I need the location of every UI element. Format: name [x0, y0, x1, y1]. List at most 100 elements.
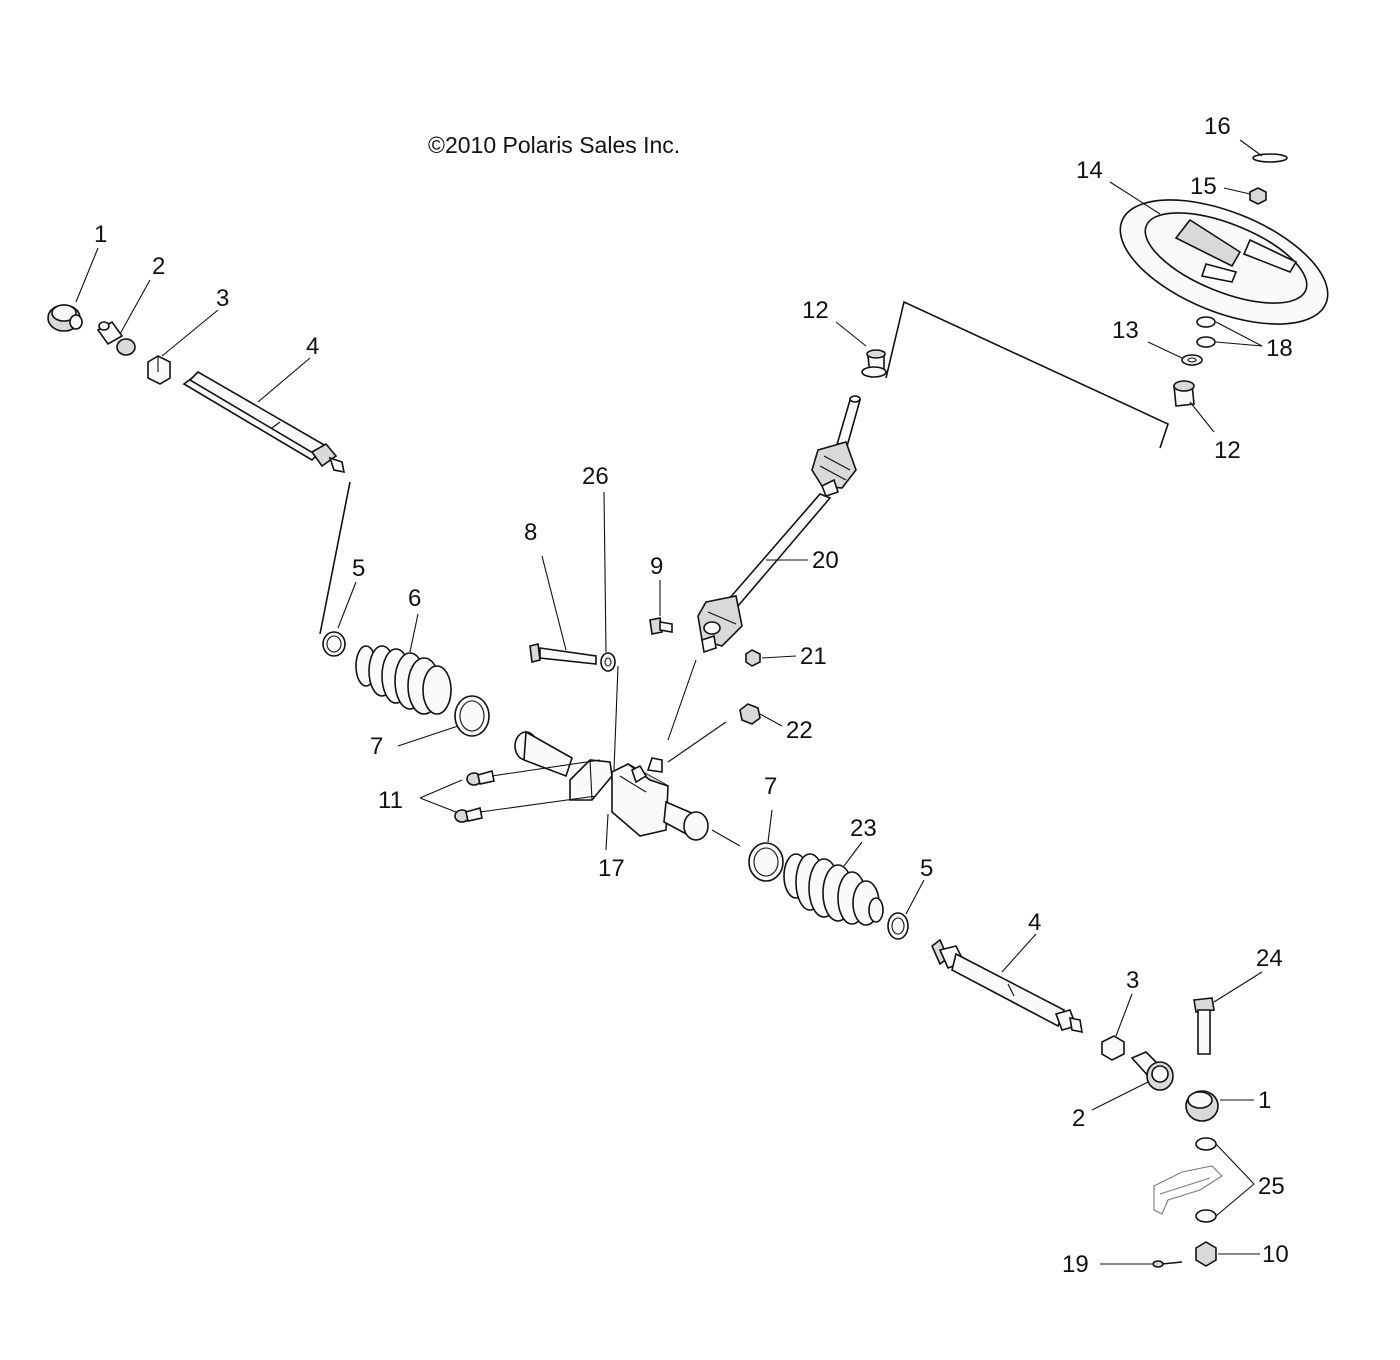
callout-20: 20: [812, 547, 839, 574]
leader-26: [603, 491, 607, 653]
leader-5-right: [905, 879, 925, 915]
leader-4-right: [1001, 933, 1037, 973]
callout-14: 14: [1076, 157, 1103, 184]
part-1-tie-rod-end-left: [47, 304, 83, 332]
part-25-washers: [1195, 1137, 1217, 1223]
leader-18b: [1215, 341, 1263, 347]
leader-12-lower: [1189, 401, 1215, 433]
part-22-nut: [739, 703, 761, 725]
callout-3-left: 3: [216, 285, 229, 312]
callout-8: 8: [524, 519, 537, 546]
callout-10: 10: [1262, 1241, 1289, 1268]
leader-11a: [491, 759, 601, 777]
part-17-steering-rack: [514, 730, 709, 841]
leader-4-to-5-left: [319, 481, 351, 635]
callout-2-right: 2: [1072, 1105, 1085, 1132]
part-3-jam-nut-right: [1101, 1035, 1125, 1061]
callout-3-right: 3: [1126, 967, 1139, 994]
callout-21: 21: [800, 643, 827, 670]
part-23-boot-right: [783, 853, 884, 926]
part-16-cap: [1252, 153, 1288, 163]
callout-17: 17: [598, 855, 625, 882]
leader-11b: [479, 795, 597, 813]
part-13-washer: [1181, 354, 1203, 366]
callout-4-right: 4: [1028, 909, 1041, 936]
part-20-steering-shaft: [697, 395, 862, 654]
callout-4-left: 4: [306, 333, 319, 360]
part-4-inner-tie-rod-right: [931, 938, 1083, 1034]
leader-3-left: [161, 309, 219, 357]
leader-7-left: [397, 725, 459, 747]
leader-15: [1223, 187, 1251, 195]
part-5-clamp-left: [322, 631, 346, 657]
leader-23: [843, 841, 863, 867]
callout-26: 26: [582, 463, 609, 490]
leader-11-arrow-a: [419, 779, 463, 799]
callout-12-lower: 12: [1214, 437, 1241, 464]
leader-20-to-rack: [667, 659, 697, 741]
leader-3-right: [1115, 993, 1133, 1037]
part-4-inner-tie-rod-left: [182, 370, 346, 474]
leader-26-to-rack: [613, 665, 619, 771]
leader-18a: [1215, 321, 1263, 347]
part-9-bolt: [649, 617, 673, 635]
part-11-bolts: [454, 769, 495, 823]
leader-6: [409, 613, 419, 653]
leader-8: [541, 555, 567, 651]
leader-12-upper: [835, 321, 867, 347]
callout-16: 16: [1204, 113, 1231, 140]
callout-18: 18: [1266, 335, 1293, 362]
part-21-nut: [745, 649, 761, 667]
leader-1-left: [75, 247, 99, 303]
leader-24: [1213, 971, 1263, 1003]
callout-13: 13: [1112, 317, 1139, 344]
leader-14: [1109, 181, 1161, 215]
leader-13: [1147, 341, 1183, 359]
leader-22-to-rack: [667, 721, 727, 763]
callout-6: 6: [408, 585, 421, 612]
part-3-jam-nut-left: [147, 355, 171, 385]
callout-25: 25: [1258, 1173, 1285, 1200]
leader-7-right: [767, 809, 773, 843]
leader-25a: [1215, 1143, 1255, 1185]
part-10-nut: [1195, 1241, 1217, 1267]
leader-21: [761, 655, 797, 659]
callout-5-right: 5: [920, 855, 933, 882]
leader-2-right: [1091, 1081, 1149, 1111]
part-7-boot-clamp-left: [454, 695, 490, 737]
part-15-nut: [1249, 187, 1267, 205]
callout-23: 23: [850, 815, 877, 842]
steering-knuckle-outline: [1153, 1165, 1223, 1215]
part-12-bushing-upper: [861, 349, 887, 378]
part-2-ball-joint-right: [1130, 1051, 1174, 1091]
part-1-tie-rod-end-right: [1185, 1090, 1219, 1122]
leader-rack-to-7-right: [711, 829, 741, 847]
part-8-long-bolt: [529, 643, 597, 665]
part-2-ball-joint-left: [96, 320, 136, 356]
callout-1-left: 1: [94, 221, 107, 248]
callout-9: 9: [650, 553, 663, 580]
leader-12-connection: [885, 300, 1169, 449]
callout-12-upper: 12: [802, 297, 829, 324]
leader-16: [1239, 139, 1263, 157]
part-12-bushing-lower: [1173, 380, 1195, 407]
callout-1-right: 1: [1258, 1087, 1271, 1114]
callout-24: 24: [1256, 945, 1283, 972]
copyright-text: ©2010 Polaris Sales Inc.: [428, 132, 680, 158]
part-19-cotter-pin: [1152, 1260, 1183, 1268]
part-6-boot-left: [355, 645, 452, 715]
part-26-washer: [600, 652, 616, 672]
leader-5-left: [337, 581, 357, 629]
leader-11-arrow-b: [419, 797, 457, 813]
callout-7-left: 7: [370, 733, 383, 760]
callout-19: 19: [1062, 1251, 1089, 1278]
part-18-washers: [1196, 316, 1216, 348]
leader-25b: [1215, 1183, 1255, 1217]
part-5-clamp-right: [887, 912, 909, 940]
part-7-boot-clamp-right: [748, 842, 784, 882]
callout-2-left: 2: [152, 253, 165, 280]
callout-5-left: 5: [352, 555, 365, 582]
callout-11: 11: [378, 787, 403, 814]
